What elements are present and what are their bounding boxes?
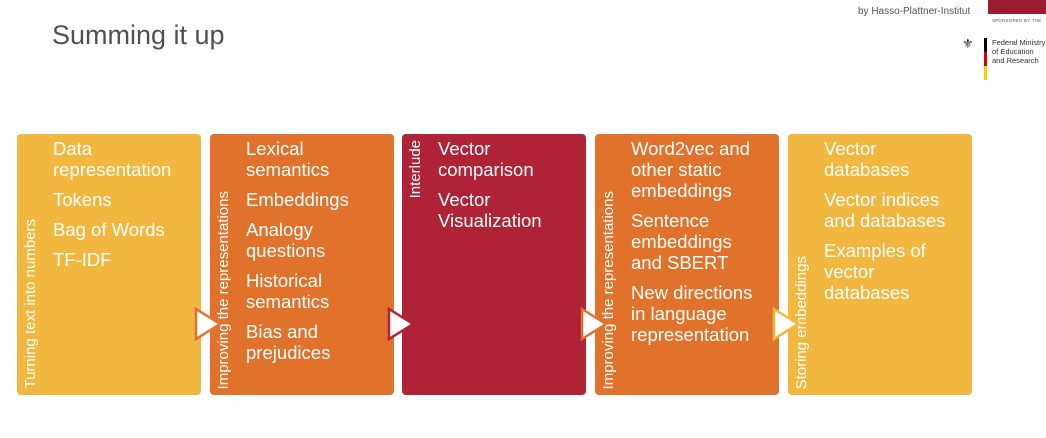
stage-item: Sentence embeddings and SBERT: [631, 210, 732, 273]
stage-label: Turning text into numbers: [21, 219, 39, 389]
stage-item: Bias and prejudices: [246, 321, 331, 363]
stage-label: Improving the representations: [599, 190, 617, 389]
stage-card-interlude: Interlude Vector comparison Vector Visua…: [402, 134, 586, 395]
ministry-line: of Education: [992, 47, 1034, 56]
stage-item: Vector indices and databases: [824, 189, 946, 231]
stage-item: Vector databases: [824, 138, 910, 180]
hpi-logo-bar: [988, 0, 1046, 14]
stage-item: Analogy questions: [246, 219, 326, 261]
stage-item: Data representation: [53, 138, 172, 180]
stage-item: Vector comparison: [438, 138, 534, 180]
arrow-right-icon: [194, 307, 222, 341]
slide-title: Summing it up: [52, 20, 225, 50]
arrow-right-icon: [772, 307, 800, 341]
arrow-right-icon: [387, 307, 415, 341]
stage-item: Examples of vector databases: [824, 240, 926, 303]
stage-item: Embeddings: [246, 189, 349, 210]
eagle-icon: ⚜: [962, 36, 974, 51]
stage-item: TF-IDF: [53, 249, 112, 270]
stage-item: Word2vec and other static embeddings: [631, 138, 750, 201]
stage-item: Lexical semantics: [246, 138, 330, 180]
stage-item: Tokens: [53, 189, 112, 210]
stage-card-storing: Storing embeddings Vector databases Vect…: [788, 134, 972, 395]
stage-card-improving-2: Improving the representations Word2vec a…: [595, 134, 779, 395]
ministry-name: Federal Ministry of Education and Resear…: [992, 38, 1045, 65]
flag-stripe: [984, 38, 987, 80]
stage-label: Improving the representations: [214, 190, 232, 389]
stage-label: Interlude: [406, 140, 424, 199]
stage-item: New directions in language representatio…: [631, 282, 753, 345]
stage-card-turning-text: Turning text into numbers Data represent…: [17, 134, 201, 395]
ministry-line: Federal Ministry: [992, 38, 1046, 47]
stage-item: Bag of Words: [53, 219, 165, 240]
sponsored-label: SPONSORED BY THE: [992, 18, 1042, 23]
ministry-line: and Research: [992, 56, 1039, 65]
stage-item: Vector Visualization: [438, 189, 542, 231]
stage-item: Historical semantics: [246, 270, 330, 312]
arrow-right-icon: [580, 307, 608, 341]
institute-credit: by Hasso-Plattner-Institut: [858, 6, 971, 17]
ministry-logo: ⚜ Federal Ministry of Education and Rese…: [962, 36, 1046, 82]
stage-card-improving-1: Improving the representations Lexical se…: [210, 134, 394, 395]
